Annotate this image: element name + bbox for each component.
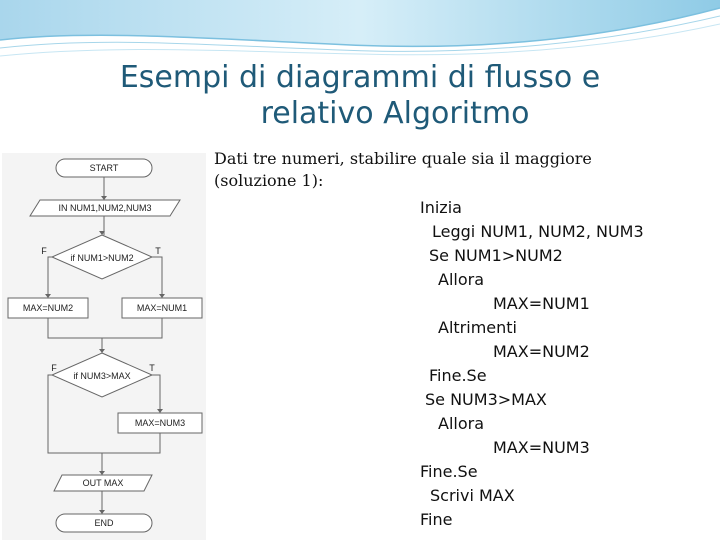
algorithm-line: MAX=NUM3 bbox=[493, 438, 590, 457]
algorithm-line: Fine bbox=[420, 510, 452, 529]
algorithm-line: Leggi NUM1, NUM2, NUM3 bbox=[432, 222, 644, 241]
algorithm-line: Inizia bbox=[420, 198, 462, 217]
algorithm-line: Allora bbox=[438, 270, 484, 289]
algorithm-line: MAX=NUM1 bbox=[493, 294, 590, 313]
algorithm-line: Allora bbox=[438, 414, 484, 433]
algorithm-line: Scrivi MAX bbox=[430, 486, 515, 505]
algorithm-line: Altrimenti bbox=[438, 318, 517, 337]
algorithm-line: MAX=NUM2 bbox=[493, 342, 590, 361]
algorithm-line: Se NUM3>MAX bbox=[425, 390, 547, 409]
algorithm-line: Se NUM1>NUM2 bbox=[429, 246, 563, 265]
algorithm-line: Fine.Se bbox=[429, 366, 487, 385]
algorithm-line: Fine.Se bbox=[420, 462, 478, 481]
